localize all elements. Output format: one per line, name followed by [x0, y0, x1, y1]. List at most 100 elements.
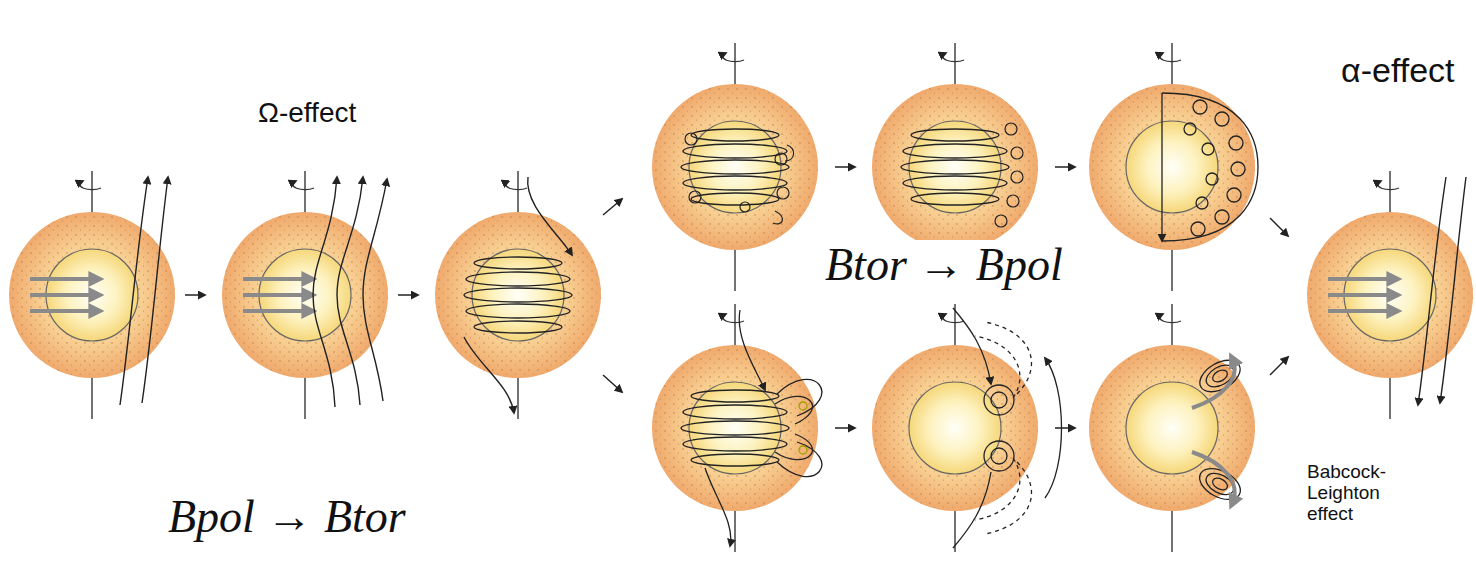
illustration-part — [991, 392, 1007, 408]
illustration-part — [1211, 476, 1230, 492]
illustration-part — [30, 279, 98, 311]
illustration-part — [1192, 358, 1235, 408]
illustration-part — [120, 177, 148, 405]
illustration-part — [652, 304, 818, 552]
illustration-part — [528, 177, 572, 255]
illustration-part — [1011, 147, 1023, 159]
illustration-part — [991, 448, 1007, 464]
illustration-part — [1055, 427, 1075, 429]
illustration-part — [984, 385, 1014, 415]
effect-label: Babcock-Leighton effect — [1304, 462, 1402, 525]
illustration-part — [985, 462, 1031, 534]
illustration-part — [985, 322, 1031, 394]
illustration-part — [685, 133, 794, 224]
illustration-part — [363, 179, 387, 401]
illustration-part — [1231, 162, 1245, 176]
sun-toroidal — [435, 171, 601, 419]
illustration-part — [705, 310, 822, 546]
illustration-part — [464, 177, 572, 413]
illustration-part — [313, 177, 337, 407]
illustration-part — [1045, 358, 1062, 498]
illustration-part — [1418, 177, 1466, 405]
illustration-part — [1007, 195, 1019, 207]
illustration-part — [1193, 100, 1207, 114]
illustration-part — [785, 145, 794, 161]
illustration-part — [835, 166, 855, 168]
conversion-label: Btor → Bpol — [822, 240, 1066, 291]
illustration-part — [313, 177, 387, 407]
illustration-part — [799, 402, 807, 410]
illustration-part — [777, 379, 822, 416]
illustration-part — [1184, 123, 1196, 135]
sun-emerging-regions — [872, 304, 1062, 552]
illustration-part — [464, 257, 572, 333]
illustration-part — [1191, 222, 1205, 236]
illustration-part — [464, 337, 514, 413]
illustration-part — [1161, 93, 1162, 241]
illustration-part — [1328, 279, 1396, 311]
illustration-part — [953, 472, 991, 548]
illustration-part — [777, 187, 789, 199]
illustration-part — [120, 177, 168, 405]
illustration-part — [142, 177, 168, 403]
illustration-part — [1215, 210, 1229, 224]
illustration-part — [1055, 166, 1075, 168]
illustration-part — [1192, 354, 1246, 506]
illustration-part — [1440, 177, 1466, 403]
illustration-part — [777, 442, 822, 477]
illustration-part — [773, 211, 782, 224]
illustration-part — [1307, 171, 1473, 419]
illustration-part — [603, 199, 622, 215]
illustration-part — [685, 133, 697, 145]
effect-label: α-effect — [1338, 52, 1458, 89]
sun-shearing — [222, 171, 388, 419]
illustration-part — [975, 458, 1020, 520]
sun-poloidal — [9, 171, 175, 419]
illustration-part — [435, 171, 601, 419]
illustration-part — [799, 446, 807, 454]
illustration-part — [705, 468, 731, 546]
illustration-part — [1011, 171, 1023, 183]
illustration-part — [1196, 197, 1208, 209]
sun-helical-twist — [652, 43, 818, 291]
illustration-part — [995, 215, 1007, 227]
illustration-part — [740, 202, 750, 212]
illustration-part — [775, 396, 813, 424]
illustration-part — [901, 129, 1009, 205]
illustration-part — [872, 304, 1038, 552]
illustration-part — [1089, 304, 1255, 552]
illustration-part — [681, 390, 789, 466]
sun-reversed-poloidal — [1307, 171, 1473, 419]
illustration-part — [984, 441, 1014, 471]
illustration-part — [1005, 123, 1017, 135]
illustration-part — [337, 177, 363, 405]
illustration-part — [1089, 43, 1255, 291]
illustration-part — [222, 171, 388, 419]
illustration-part — [652, 43, 818, 291]
illustration-part — [1418, 177, 1446, 405]
sun-buoyant-loops — [652, 304, 822, 552]
illustration-part — [398, 294, 418, 296]
illustration-part — [1162, 93, 1258, 241]
illustration-part — [739, 310, 765, 390]
illustration-part — [243, 279, 311, 311]
illustration-part — [689, 191, 701, 203]
illustration-part — [1206, 173, 1218, 185]
illustration-part — [1162, 93, 1258, 241]
illustration-part — [1227, 188, 1241, 202]
sun-alpha-loops — [1089, 43, 1258, 291]
illustration-part — [835, 427, 855, 429]
sun-babcock-leighton — [1089, 304, 1255, 552]
illustration-part — [185, 294, 205, 296]
illustration-part — [953, 308, 1062, 548]
illustration-part — [775, 153, 787, 165]
illustration-part — [995, 123, 1023, 227]
illustration-part — [953, 308, 991, 384]
illustration-part — [975, 336, 1020, 398]
illustration-part — [1215, 112, 1229, 126]
illustration-part — [681, 129, 789, 205]
conversion-label: Bpol → Btor — [165, 492, 409, 543]
illustration-part — [1192, 452, 1235, 504]
illustration-part — [1202, 143, 1214, 155]
